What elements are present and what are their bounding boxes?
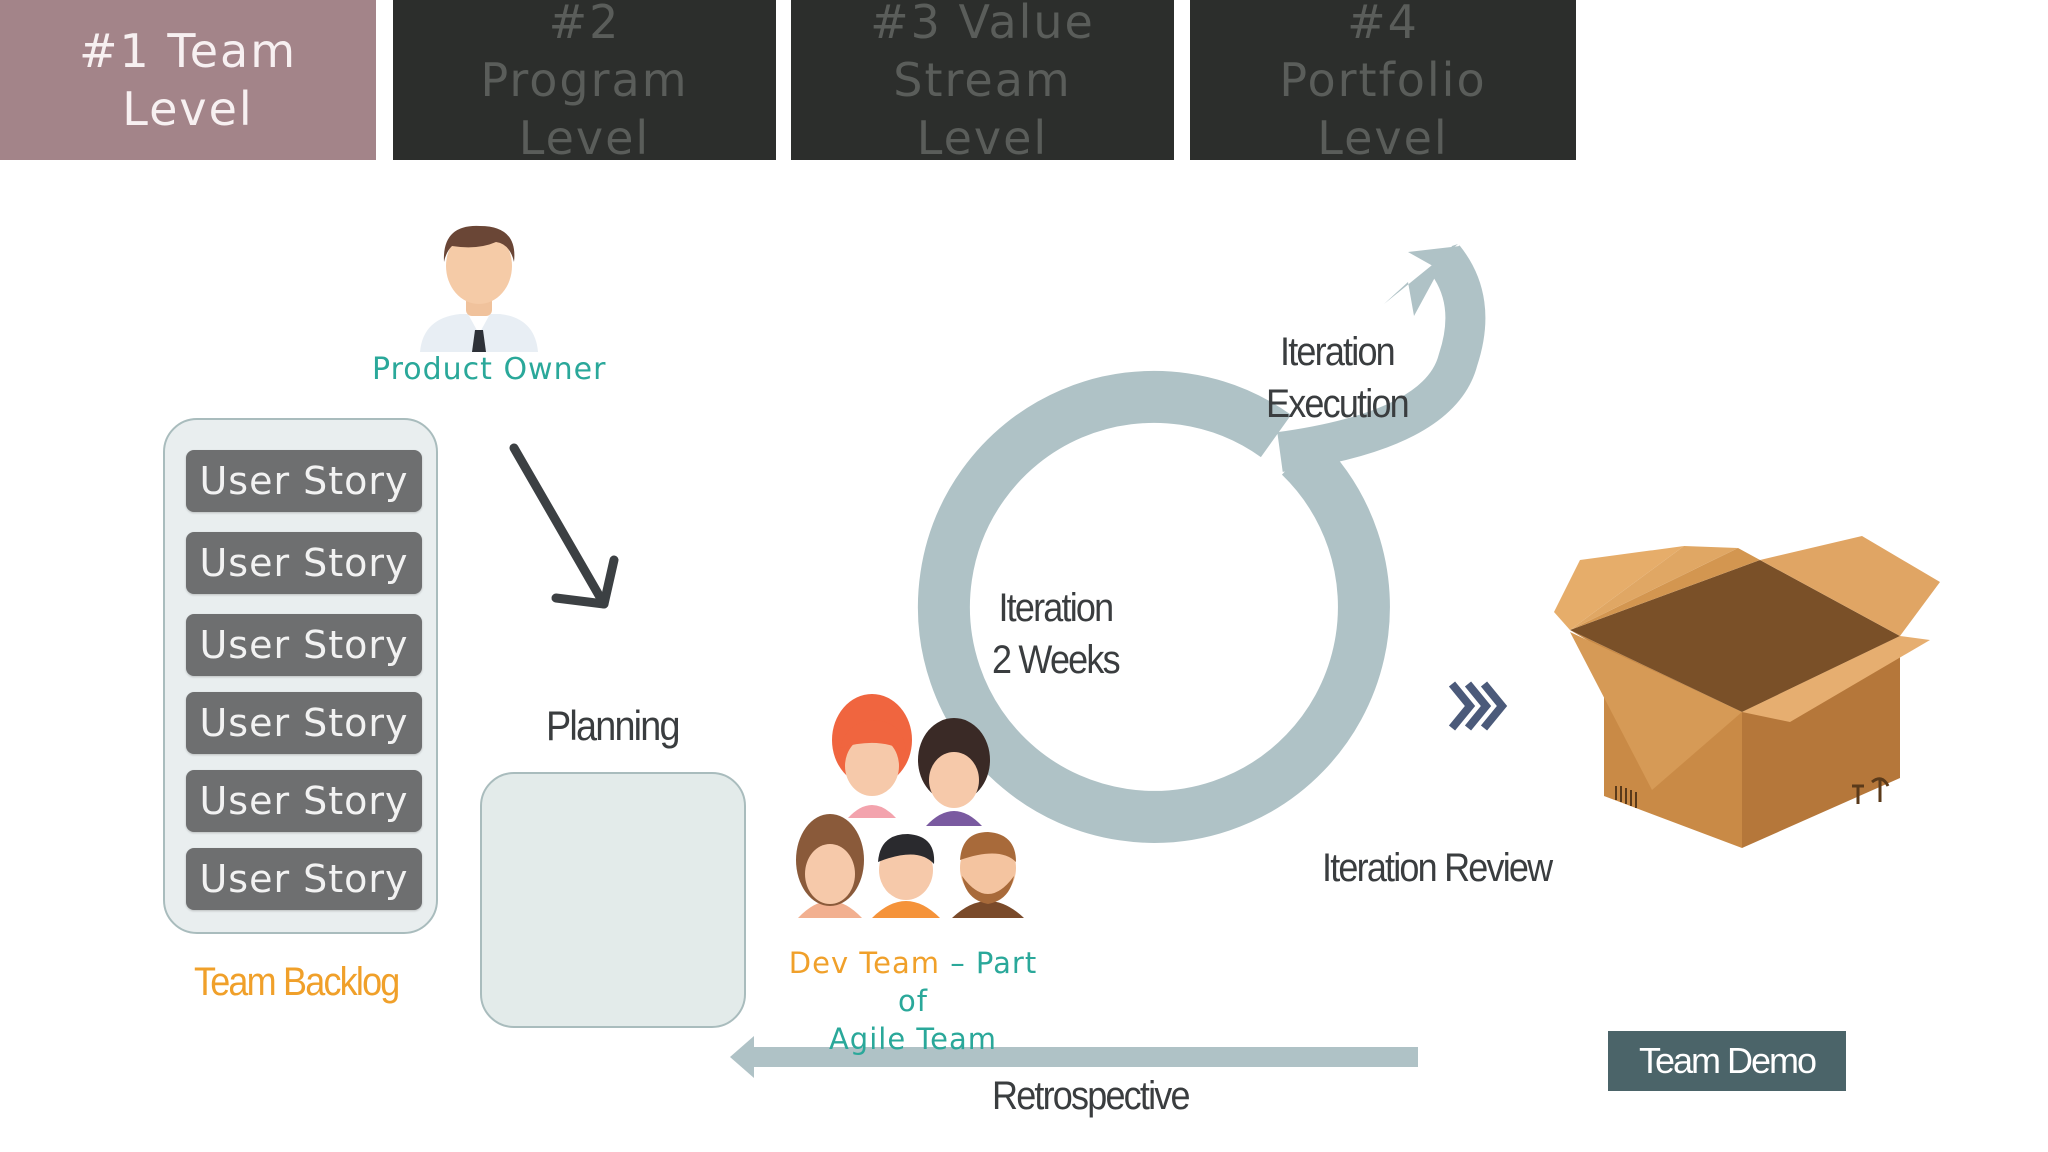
planning-box (480, 772, 746, 1028)
product-owner-avatar (420, 225, 538, 352)
team-demo-button[interactable]: Team Demo (1608, 1031, 1846, 1091)
left-arrow-icon (730, 1036, 1418, 1078)
tab-value-stream-level-label: #3 Value Stream Level (870, 0, 1095, 165)
down-right-arrow-icon (509, 443, 619, 609)
user-story-card[interactable]: User Story (186, 450, 422, 512)
iteration-label-line2: 2 Weeks (992, 638, 1121, 682)
user-story-card[interactable]: User Story (186, 532, 422, 594)
dev-team-label-part1: Dev Team (788, 946, 940, 980)
tab-program-level[interactable]: #2 Program Level (393, 0, 776, 165)
user-story-card[interactable]: User Story (186, 770, 422, 832)
dev-team-label-line2: Agile Team (828, 1022, 998, 1056)
iteration-execution-line1: Iteration (1280, 330, 1396, 374)
tab-portfolio-level-label: #4 Portfolio Level (1279, 0, 1487, 165)
tab-value-stream-level[interactable]: #3 Value Stream Level (791, 0, 1174, 165)
cycle-arrow-icon (917, 244, 1486, 843)
iteration-execution-label: Iteration Execution (1266, 326, 1410, 430)
user-story-card[interactable]: User Story (186, 848, 422, 910)
iteration-label: Iteration 2 Weeks (992, 582, 1121, 686)
iteration-review-label: Iteration Review (1322, 846, 1553, 890)
product-owner-label: Product Owner (372, 352, 607, 387)
tab-program-level-label: #2 Program Level (480, 0, 689, 165)
tab-team-level-label: #1 Team Level (78, 24, 297, 136)
dev-team-avatars (796, 694, 1024, 918)
team-demo-label: Team Demo (1638, 1040, 1817, 1081)
user-story-card[interactable]: User Story (186, 614, 422, 676)
iteration-execution-line2: Execution (1266, 382, 1410, 426)
team-backlog-label: Team Backlog (194, 960, 400, 1004)
dev-team-label-part2: – Part of (898, 946, 1038, 1018)
open-box-icon (1554, 536, 1940, 848)
triple-chevron-right-icon (1448, 681, 1508, 731)
user-story-card[interactable]: User Story (186, 692, 422, 754)
tab-team-level[interactable]: #1 Team Level (0, 0, 376, 160)
retrospective-label: Retrospective (992, 1074, 1191, 1118)
planning-label: Planning (546, 702, 681, 749)
iteration-label-line1: Iteration (998, 586, 1114, 630)
tab-portfolio-level[interactable]: #4 Portfolio Level (1190, 0, 1576, 165)
dev-team-label: Dev Team – Part of Agile Team (778, 944, 1048, 1058)
